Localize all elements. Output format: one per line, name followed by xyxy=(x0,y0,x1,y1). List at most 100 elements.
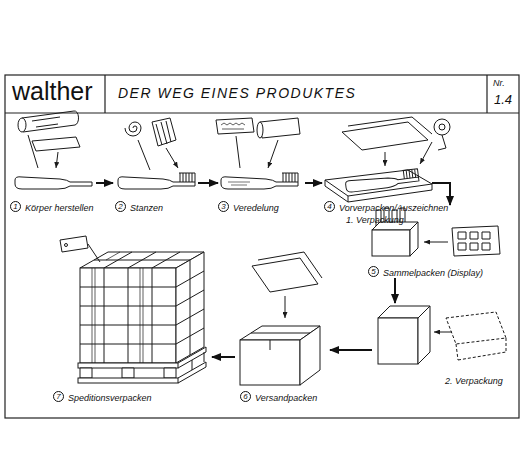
shipping-carton-side xyxy=(300,326,320,385)
step-7-art xyxy=(60,236,206,383)
step-number: 1 xyxy=(10,201,21,212)
pallet-load-front xyxy=(80,268,176,363)
carton-grid xyxy=(80,268,176,363)
bristle-tuft xyxy=(402,169,418,179)
flow-arrow xyxy=(305,182,322,184)
step-caption-row: 1 Körper herstellen xyxy=(10,200,96,214)
brush-body xyxy=(15,177,92,189)
label-roll-core xyxy=(439,124,445,130)
step-number: 5 xyxy=(368,266,379,277)
pallet-blocks xyxy=(80,368,176,378)
step-caption: Veredelung xyxy=(233,203,279,213)
brush-body xyxy=(345,172,419,192)
sheet-number: 1.4 xyxy=(494,93,512,106)
blister-card xyxy=(452,226,500,256)
diagram-title: DER WEG EINES PRODUKTES xyxy=(118,85,356,101)
step-caption: Vorverpacken/Auszeichnen xyxy=(339,203,448,213)
strapping-bands xyxy=(92,252,143,363)
packaging-stage: 2. Verpackung xyxy=(372,303,512,393)
step-number: 6 xyxy=(240,391,251,402)
blister-cells xyxy=(458,232,490,250)
display-tray-side xyxy=(410,222,418,256)
carton-grid-side xyxy=(176,260,204,355)
company-logo: walther xyxy=(12,79,93,104)
foil-strip xyxy=(260,118,300,138)
shipping-tag xyxy=(60,236,88,252)
second-packaging-art xyxy=(378,306,506,364)
step-1-art xyxy=(15,111,92,189)
step-caption: Körper herstellen xyxy=(25,203,94,213)
log-end xyxy=(18,118,26,132)
step-number: 4 xyxy=(324,201,335,212)
log-end xyxy=(74,111,79,125)
step-caption-row: 5 Sammelpacken (Display) xyxy=(368,265,515,279)
blister-sheet xyxy=(348,117,432,134)
blister-sheet xyxy=(342,122,428,150)
feed-arrow xyxy=(434,332,452,333)
process-step: 6 Versandpacken xyxy=(235,250,330,408)
step-caption-row: 4Vorverpacken/Auszeichnen xyxy=(324,200,432,214)
step-caption-row: 7 Speditionsverpacken xyxy=(53,390,212,404)
feed-arrows xyxy=(138,140,178,170)
flow-arrow xyxy=(212,356,235,358)
process-step: 4Vorverpacken/Auszeichnen1. Verpackung xyxy=(322,140,432,228)
step-6-art xyxy=(240,252,322,385)
pallet-board xyxy=(78,378,178,383)
pallet-load-side xyxy=(176,252,204,363)
feed-arrows xyxy=(28,135,58,168)
flow-arrow xyxy=(432,183,450,205)
step-caption: Sammelpacken (Display) xyxy=(383,268,483,278)
print-strip xyxy=(216,118,254,134)
sheet-frame xyxy=(5,75,519,418)
pallet-board xyxy=(78,363,178,368)
step-caption: Versandpacken xyxy=(255,393,317,403)
bristle-tuft xyxy=(282,173,298,182)
print-scribble xyxy=(221,123,245,129)
title-block-lines xyxy=(5,75,519,113)
process-step: 5 Sammelpacken (Display) xyxy=(365,205,515,278)
flow-arrow xyxy=(96,182,113,184)
sheet-number-label: Nr. xyxy=(493,79,505,88)
step-caption-row: 6 Versandpacken xyxy=(240,390,330,404)
process-step: 1 Körper herstellen xyxy=(10,140,96,228)
plastic-plate xyxy=(32,137,80,151)
step-caption-row: 3Veredelung xyxy=(218,200,305,214)
feed-arrow xyxy=(385,152,386,166)
label-roll xyxy=(434,119,450,135)
packaging-level: 1. Verpackung xyxy=(346,214,432,226)
step-number: 2 xyxy=(115,201,126,212)
process-step: 7 Speditionsverpacken xyxy=(45,233,212,408)
step-caption-row: 2Stanzen xyxy=(115,200,198,214)
label-tape xyxy=(438,135,446,150)
carton-side xyxy=(418,306,430,364)
tag-hole xyxy=(65,244,68,247)
bristle-tuft xyxy=(179,173,195,182)
display-tray xyxy=(372,230,410,256)
flow-arrow xyxy=(330,349,372,351)
pallet-load-top-grid xyxy=(94,252,190,268)
step-number: 7 xyxy=(53,391,64,402)
flow-arrow xyxy=(394,278,396,303)
shipping-blank xyxy=(252,258,318,292)
flow-arrow xyxy=(198,182,218,184)
feed-arrows xyxy=(236,136,278,168)
process-step: 2Stanzen xyxy=(113,140,198,228)
feed-arrow xyxy=(420,142,432,164)
process-step: 3Veredelung xyxy=(218,140,305,228)
tag-leader xyxy=(88,244,100,262)
pallet-side xyxy=(178,347,206,383)
carton-front xyxy=(378,318,418,364)
imprint-marks xyxy=(228,182,250,185)
packaging-level: 2. Verpackung xyxy=(445,375,512,387)
step-2-art xyxy=(118,118,195,189)
feed-arrow xyxy=(424,242,448,243)
bristle-bundle xyxy=(152,118,176,146)
step-4-art xyxy=(325,117,450,202)
connectors xyxy=(96,183,450,357)
foil-roll xyxy=(257,122,263,138)
step-caption: Speditionsverpacken xyxy=(68,393,152,403)
wood-log xyxy=(22,111,75,132)
carton-blank xyxy=(446,312,506,360)
feed-arrow xyxy=(285,296,286,318)
